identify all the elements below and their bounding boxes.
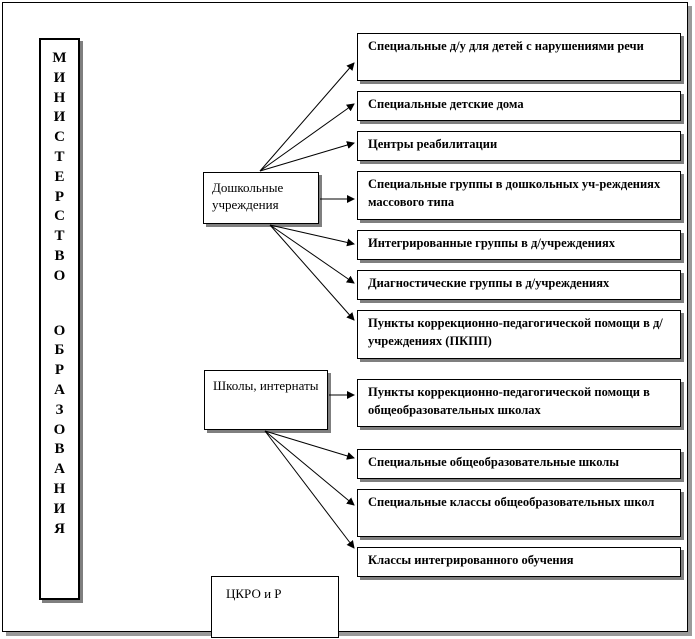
school-item-label: Специальные общеобразовательные школы <box>368 455 620 469</box>
ministry-letter: А <box>54 381 65 398</box>
ministry-letter: С <box>54 208 65 225</box>
preschool-item-label: Специальные группы в дошкольных уч-режде… <box>368 177 661 209</box>
ministry-letter: Т <box>54 228 65 245</box>
preschool-item-box: Специальные д/у для детей с нарушениями … <box>357 33 681 81</box>
arrow-preschool-2 <box>259 103 355 172</box>
ministry-letter: З <box>55 401 64 418</box>
preschool-group-label: Дошкольные учреждения <box>212 180 284 212</box>
ministry-letter: Н <box>53 480 66 497</box>
ministry-letter: М <box>52 50 67 66</box>
ministry-letter: Р <box>54 362 65 379</box>
schools-group-box: Школы, интернаты <box>204 370 328 430</box>
preschool-item-box: Специальные группы в дошкольных уч-режде… <box>357 171 681 220</box>
ministry-letter: О <box>53 267 66 284</box>
preschool-group-box: Дошкольные учреждения <box>203 172 319 224</box>
ministry-letter: Т <box>54 148 65 165</box>
preschool-item-box: Интегрированные группы в д/учреждениях <box>357 230 681 260</box>
preschool-item-label: Интегрированные группы в д/учреждениях <box>368 236 615 250</box>
school-item-label: Специальные классы общеобразовательных ш… <box>368 495 655 509</box>
arrow-preschool-5 <box>269 224 355 247</box>
ministry-letter: В <box>54 441 65 458</box>
school-item-label: Пункты коррекционно-педагогической помощ… <box>368 385 650 417</box>
ministry-letter: Б <box>54 342 65 359</box>
schools-group-label: Школы, интернаты <box>213 378 319 393</box>
ministry-letter: С <box>54 129 65 146</box>
preschool-item-label: Специальные детские дома <box>368 97 524 111</box>
preschool-item-box: Диагностические группы в д/учреждениях <box>357 270 681 300</box>
preschool-item-label: Специальные д/у для детей с нарушениями … <box>368 39 644 53</box>
ministry-letter: И <box>53 500 66 517</box>
ministry-letter: А <box>54 461 65 478</box>
preschool-item-box: Пункты коррекционно-педагогической помощ… <box>357 310 681 359</box>
preschool-item-label: Пункты коррекционно-педагогической помощ… <box>368 316 663 348</box>
school-item-box: Специальные классы общеобразовательных ш… <box>357 489 681 537</box>
arrow-preschool-6 <box>269 224 355 284</box>
arrow-preschool-3 <box>259 141 355 172</box>
arrow-preschool-1 <box>259 62 355 172</box>
ministry-letter: И <box>53 109 66 126</box>
ministry-letter: О <box>53 322 66 339</box>
preschool-item-box: Центры реабилитации <box>357 131 681 161</box>
school-item-box: Классы интегрированного обучения <box>357 547 681 577</box>
arrow-preschool-7 <box>269 224 355 321</box>
preschool-item-label: Центры реабилитации <box>368 137 498 151</box>
ministry-letter: Е <box>54 168 65 185</box>
arrow-schools-4 <box>264 430 355 549</box>
ministry-letter: Я <box>54 520 65 537</box>
school-item-label: Классы интегрированного обучения <box>368 553 574 567</box>
ministry-letter: Р <box>54 188 65 205</box>
ministry-letter: И <box>53 69 66 86</box>
ministry-box: М И Н И С Т Е Р С Т В О О Б Р А З О В А … <box>39 38 80 600</box>
ckro-box: ЦКРО и Р <box>211 576 339 638</box>
school-item-box: Пункты коррекционно-педагогической помощ… <box>357 379 681 427</box>
school-item-box: Специальные общеобразовательные школы <box>357 449 681 479</box>
arrow-schools-3 <box>264 430 355 506</box>
ministry-letter: В <box>54 247 65 264</box>
ministry-letter: О <box>53 421 66 438</box>
preschool-item-box: Специальные детские дома <box>357 91 681 121</box>
ckro-label: ЦКРО и Р <box>226 586 282 601</box>
preschool-item-label: Диагностические группы в д/учреждениях <box>368 276 610 290</box>
arrow-schools-2 <box>264 430 355 460</box>
ministry-letter: Н <box>53 89 66 106</box>
